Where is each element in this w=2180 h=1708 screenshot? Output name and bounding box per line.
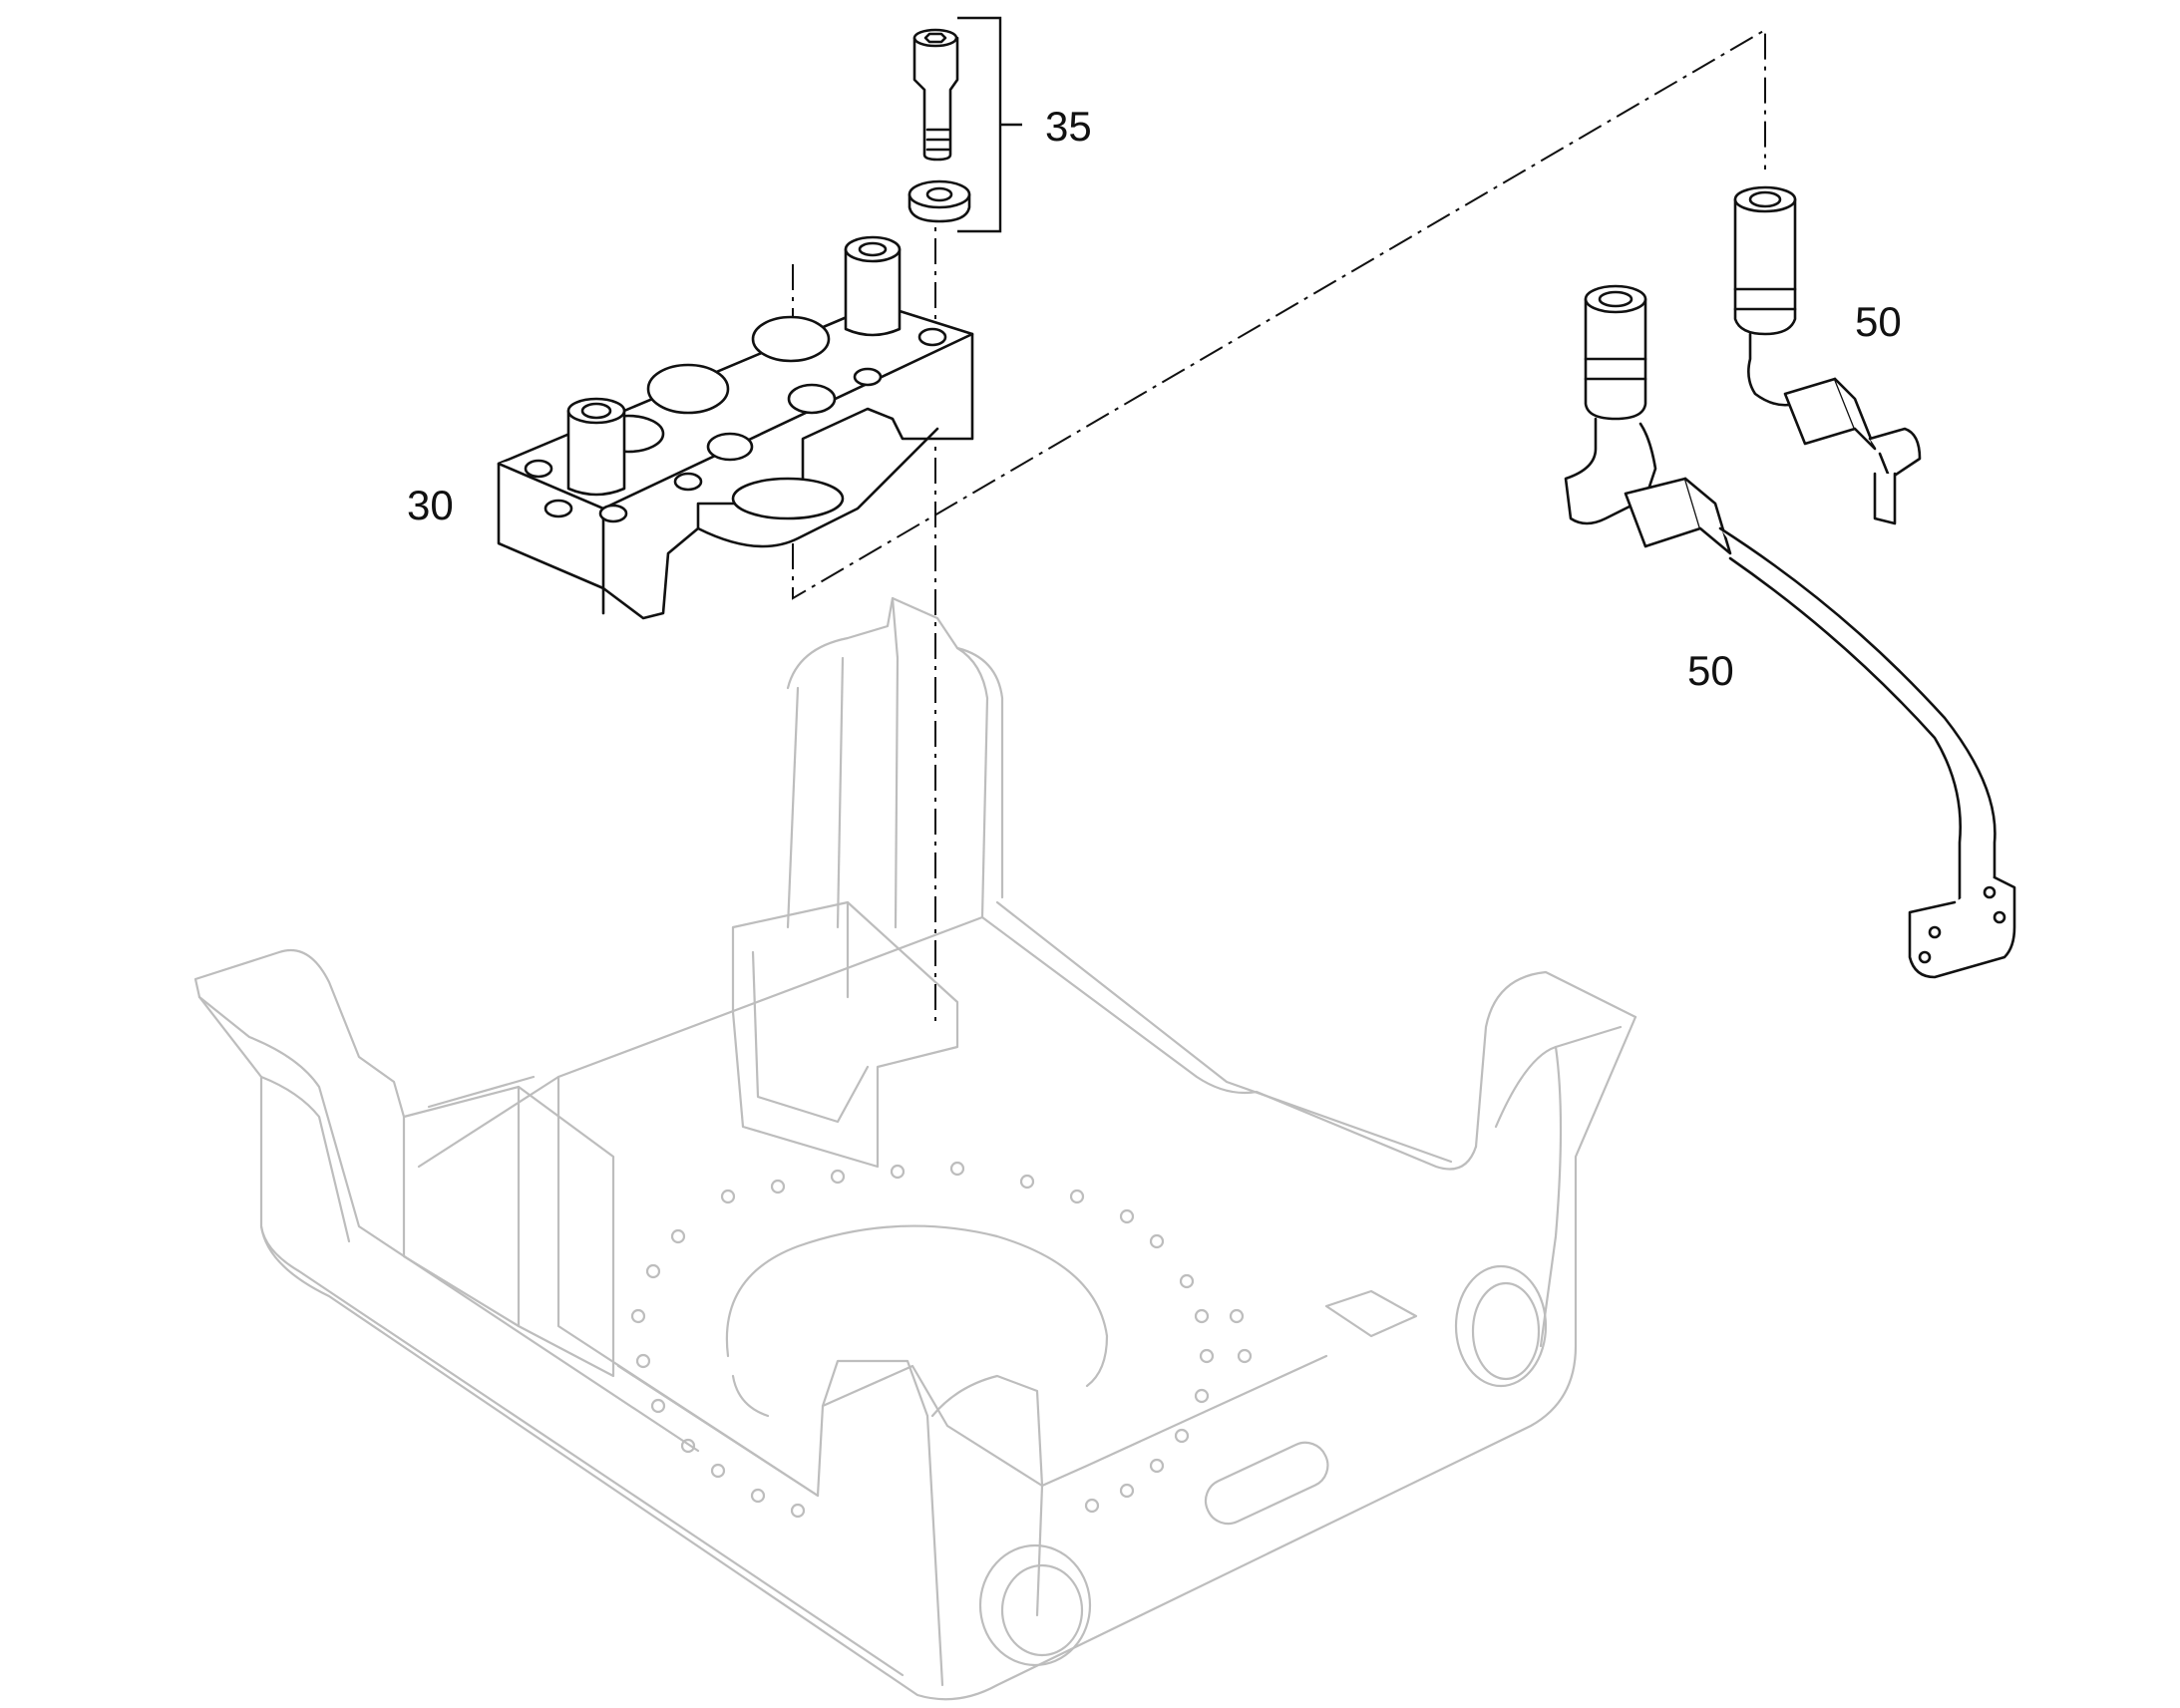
callout-30: 30: [407, 482, 454, 528]
base-frame: [193, 596, 1637, 1701]
hose-fitting-short: [1733, 185, 1922, 525]
washer: [908, 179, 971, 223]
cap-screw: [912, 28, 959, 162]
bolt-holes: [630, 1161, 1253, 1519]
hose-assembly-long: [1564, 284, 2016, 979]
leader-lines: [792, 28, 1766, 1027]
callout-35: 35: [1045, 103, 1092, 150]
callout-50-upper: 50: [1855, 298, 1902, 345]
callout-50-lower: 50: [1687, 647, 1734, 694]
valve-block: [497, 235, 974, 620]
item-35-bracket: [957, 16, 1022, 233]
